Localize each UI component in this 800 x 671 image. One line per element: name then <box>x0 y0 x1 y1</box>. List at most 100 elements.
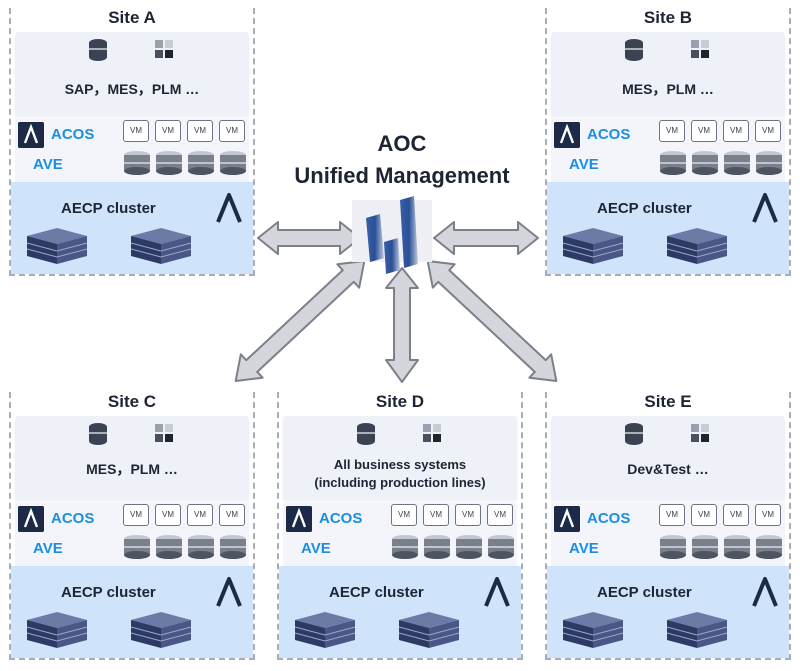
ave-label: AVE <box>569 540 599 557</box>
aecp-cluster-panel: AECP cluster <box>11 182 253 274</box>
site-e: Site E Dev&Test … ACOS AVE VM VM VM VM A… <box>545 392 791 660</box>
arrow-to-site-b <box>433 221 539 255</box>
site-title: Site A <box>11 8 253 28</box>
acos-row: ACOS AVE VM VM VM VM <box>551 118 785 184</box>
server-stack-icon <box>294 612 356 648</box>
vm-box: VM <box>487 504 513 526</box>
vm-box: VM <box>123 504 149 526</box>
business-apps-panel: MES，PLM … <box>551 32 785 116</box>
apps-text-line2: (including production lines) <box>314 475 486 490</box>
site-a: Site A SAP，MES，PLM … ACOS AVE VM VM VM V… <box>9 8 255 276</box>
apps-text: MES，PLM … <box>86 461 178 477</box>
acos-label: ACOS <box>51 510 95 527</box>
app-grid-icon <box>691 424 709 442</box>
disk-icon <box>220 151 246 175</box>
site-b: Site B MES，PLM … ACOS AVE VM VM VM VM AE… <box>545 8 791 276</box>
disk-icon <box>124 535 150 559</box>
vm-box: VM <box>155 504 181 526</box>
cluster-label: AECP cluster <box>597 200 692 217</box>
apps-text: Dev&Test … <box>627 461 709 477</box>
vm-box: VM <box>391 504 417 526</box>
acos-row: ACOS AVE VM VM VM VM <box>283 502 517 568</box>
server-stack-icon <box>398 612 460 648</box>
disk-icon <box>156 535 182 559</box>
server-stack-icon <box>666 612 728 648</box>
site-title: Site C <box>11 392 253 412</box>
server-stack-icon <box>562 612 624 648</box>
app-grid-icon <box>423 424 441 442</box>
disk-icon <box>660 151 686 175</box>
disk-icon <box>724 535 750 559</box>
database-icon <box>625 423 643 445</box>
vm-box: VM <box>691 120 717 142</box>
server-stack-icon <box>26 228 88 264</box>
acos-row: ACOS AVE VM VM VM VM <box>15 118 249 184</box>
arcfra-logo-icon <box>18 122 44 148</box>
site-c: Site C MES，PLM … ACOS AVE VM VM VM VM AE… <box>9 392 255 660</box>
server-stack-icon <box>26 612 88 648</box>
aoc-title-line1: AOC <box>377 131 427 156</box>
aecp-cluster-panel: AECP cluster <box>279 566 521 658</box>
apps-text: SAP，MES，PLM … <box>64 81 200 97</box>
server-stack-icon <box>562 228 624 264</box>
cluster-label: AECP cluster <box>597 584 692 601</box>
ave-label: AVE <box>301 540 331 557</box>
disk-icon <box>124 151 150 175</box>
arcfra-logo-icon <box>216 577 242 607</box>
acos-label: ACOS <box>51 126 95 143</box>
arcfra-logo-icon <box>752 577 778 607</box>
arcfra-logo-icon <box>752 193 778 223</box>
disk-icon <box>692 535 718 559</box>
disk-icon <box>660 535 686 559</box>
vm-box: VM <box>691 504 717 526</box>
ave-label: AVE <box>33 156 63 173</box>
vm-box: VM <box>659 504 685 526</box>
acos-row: ACOS AVE VM VM VM VM <box>551 502 785 568</box>
vm-box: VM <box>219 504 245 526</box>
disk-icon <box>424 535 450 559</box>
disk-icon <box>756 151 782 175</box>
disk-icon <box>456 535 482 559</box>
vm-box: VM <box>187 504 213 526</box>
site-title: Site E <box>547 392 789 412</box>
server-stack-icon <box>130 228 192 264</box>
vm-box: VM <box>187 120 213 142</box>
arcfra-logo-icon <box>554 506 580 532</box>
arcfra-logo-icon <box>554 122 580 148</box>
arcfra-logo-icon <box>484 577 510 607</box>
acos-label: ACOS <box>587 126 631 143</box>
vm-box: VM <box>219 120 245 142</box>
site-title: Site D <box>279 392 521 412</box>
vm-box: VM <box>155 120 181 142</box>
disk-icon <box>692 151 718 175</box>
database-icon <box>89 39 107 61</box>
apps-text: MES，PLM … <box>622 81 714 97</box>
business-apps-panel: MES，PLM … <box>15 416 249 500</box>
app-grid-icon <box>155 40 173 58</box>
cluster-label: AECP cluster <box>61 584 156 601</box>
ave-label: AVE <box>33 540 63 557</box>
acos-row: ACOS AVE VM VM VM VM <box>15 502 249 568</box>
acos-label: ACOS <box>587 510 631 527</box>
ave-label: AVE <box>569 156 599 173</box>
vm-box: VM <box>455 504 481 526</box>
aoc-building-icon <box>352 196 432 274</box>
site-title: Site B <box>547 8 789 28</box>
database-icon <box>357 423 375 445</box>
aecp-cluster-panel: AECP cluster <box>547 566 789 658</box>
disk-icon <box>488 535 514 559</box>
disk-icon <box>220 535 246 559</box>
vm-box: VM <box>659 120 685 142</box>
business-apps-panel: All business systems (including producti… <box>283 416 517 500</box>
vm-box: VM <box>723 504 749 526</box>
disk-icon <box>724 151 750 175</box>
site-d: Site D All business systems (including p… <box>277 392 523 660</box>
server-stack-icon <box>130 612 192 648</box>
arrow-to-site-e <box>426 259 558 383</box>
disk-icon <box>188 151 214 175</box>
cluster-label: AECP cluster <box>329 584 424 601</box>
acos-label: ACOS <box>319 510 363 527</box>
arcfra-logo-icon <box>18 506 44 532</box>
server-stack-icon <box>666 228 728 264</box>
